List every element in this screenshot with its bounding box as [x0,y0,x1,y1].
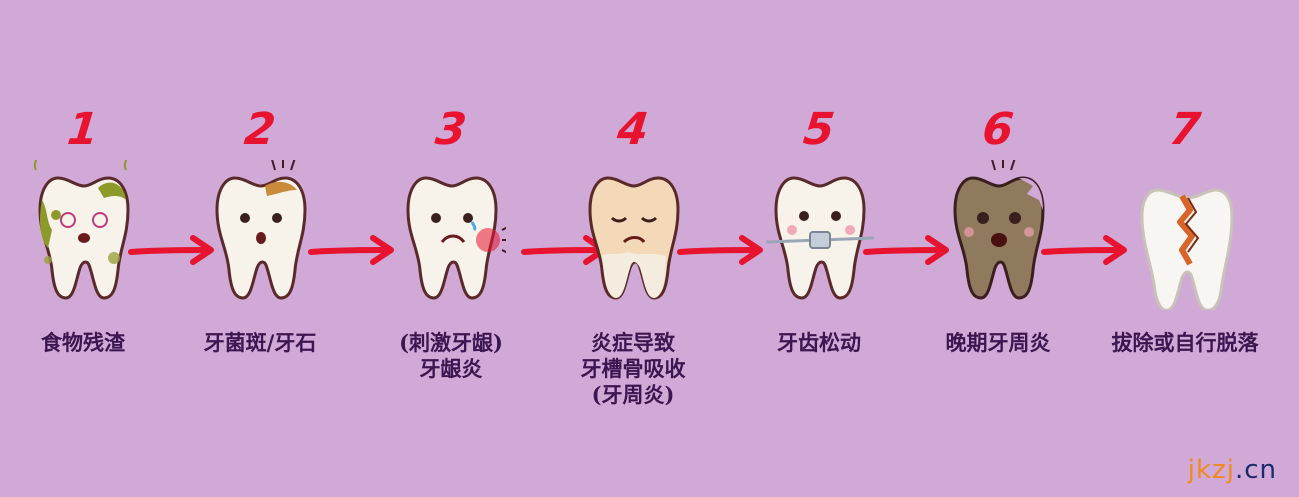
step-4: 4 炎症导致 牙槽骨吸收 (牙周炎) [553,0,713,497]
step-label-line: 晚期牙周炎 [945,330,1051,355]
step-label-line: 牙龈炎 [419,356,483,381]
step-label: 食物残渣 [0,330,183,356]
step-label: 牙菌斑/牙石 [160,330,360,356]
step-number: 1 [65,104,101,155]
watermark-name: jkzj [1187,455,1235,485]
site-watermark: jkzj.cn [1188,455,1277,485]
tooth-with-food-debris-icon [33,160,130,300]
step-number: 6 [980,104,1016,155]
step-label-line: 拔除或自行脱落 [1111,330,1259,355]
arrow-right-icon [308,235,394,265]
step-label-line: 炎症导致 [591,330,675,355]
arrow-right-icon [1041,235,1127,265]
step-label: 炎症导致 牙槽骨吸收 (牙周炎) [533,330,733,408]
cracked-tooth-icon [1140,188,1234,310]
tooth-with-brace-icon [765,176,874,300]
step-number: 2 [242,104,278,155]
step-5: 5 牙齿松动 [739,0,899,497]
arrow-right-icon [128,235,214,265]
step-label-line: (刺激牙龈) [399,330,503,355]
tooth-bone-resorption-icon [588,176,680,300]
step-label: 牙齿松动 [719,330,919,356]
step-number: 7 [1167,104,1203,155]
step-label-line: 牙齿松动 [777,330,861,355]
step-label-line: 牙槽骨吸收 [580,356,686,381]
tooth-with-plaque-icon [215,160,307,300]
step-label-line: 食物残渣 [41,330,125,355]
tooth-with-gingivitis-icon [406,176,506,300]
step-number: 3 [433,104,469,155]
step-label-line: 牙菌斑/牙石 [203,330,317,355]
step-label: 晚期牙周炎 [898,330,1098,356]
step-label: 拔除或自行脱落 [1085,330,1285,356]
step-number: 4 [615,104,651,155]
step-label: (刺激牙龈) 牙龈炎 [351,330,551,382]
step-7: 7 拔除或自行脱落 [1105,0,1265,497]
step-1: 1 食物残渣 [3,0,163,497]
watermark-domain: .cn [1234,455,1277,485]
step-number: 5 [801,104,837,155]
arrow-right-icon [677,235,763,265]
arrow-right-icon [863,235,949,265]
step-2: 2 牙菌斑/牙石 [180,0,340,497]
step-6: 6 晚期牙周炎 [918,0,1078,497]
step-3: 3 (刺激牙龈) 牙龈炎 [371,0,531,497]
step-label-line: (牙周炎) [591,382,675,407]
decayed-tooth-icon [953,160,1045,300]
